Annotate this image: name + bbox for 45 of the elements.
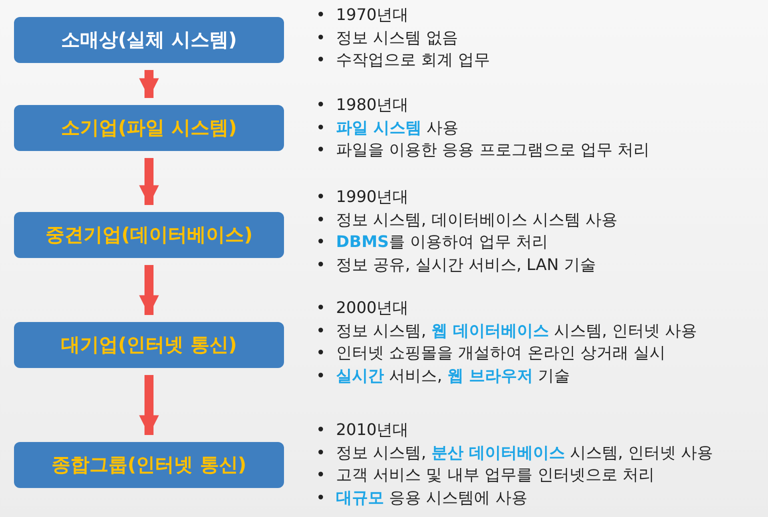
bullet-point: • [316,342,326,364]
arrow [139,375,159,435]
bullet-text: 1980년대 [336,94,409,116]
stage-box: 대기업(인터넷 통신) [14,322,284,368]
arrow [139,265,159,315]
bullet-point: • [316,442,326,464]
stage-box: 중견기업(데이터베이스) [14,212,284,258]
bullet-text: 파일을 이용한 응용 프로그램으로 업무 처리 [336,139,650,161]
bullet-text: 1970년대 [336,4,409,26]
stage-box: 소매상(실체 시스템) [14,17,284,63]
bullet-text: 정보 시스템, 분산 데이터베이스 시스템, 인터넷 사용 [336,442,714,464]
bullet-text: 정보 시스템, 데이터베이스 시스템 사용 [336,208,618,230]
bullet-point: • [316,254,326,276]
bullet-text: DBMS를 이용하여 업무 처리 [336,231,548,253]
bullet-text: 2010년대 [336,419,409,441]
stage-box: 소기업(파일 시스템) [14,105,284,151]
bullet-point: • [316,26,326,48]
bullet-point: • [316,419,326,441]
bullet-point: • [316,297,326,319]
bullet-point: • [316,231,326,253]
bullet-text: 실시간 서비스, 웹 브라우저 기술 [336,364,570,386]
bullet-point: • [316,320,326,342]
bullet-point: • [316,49,326,71]
bullet-text: 고객 서비스 및 내부 업무를 인터넷으로 처리 [336,464,655,486]
bullet-text: 대규모 응용 시스템에 사용 [336,486,528,508]
arrow [139,158,159,205]
arrow [139,70,159,98]
bullet-text: 파일 시스템 사용 [336,116,459,138]
bullet-point: • [316,4,326,26]
bullet-point: • [316,186,326,208]
bullet-point: • [316,364,326,386]
stage-box: 종합그룹(인터넷 통신) [14,442,284,488]
bullet-text: 1990년대 [336,186,409,208]
bullet-point: • [316,464,326,486]
bullet-point: • [316,208,326,230]
bullet-text: 정보 공유, 실시간 서비스, LAN 기술 [336,254,596,276]
bullet-text: 2000년대 [336,297,409,319]
bullet-text: 수작업으로 회계 업무 [336,49,490,71]
bullet-point: • [316,139,326,161]
bullet-point: • [316,116,326,138]
bullet-text: 정보 시스템, 웹 데이터베이스 시스템, 인터넷 사용 [336,320,698,342]
bullet-text: 정보 시스템 없음 [336,26,458,48]
bullet-text: 인터넷 쇼핑몰을 개설하여 온라인 상거래 실시 [336,342,666,364]
bullet-point: • [316,486,326,508]
bullet-point: • [316,94,326,116]
